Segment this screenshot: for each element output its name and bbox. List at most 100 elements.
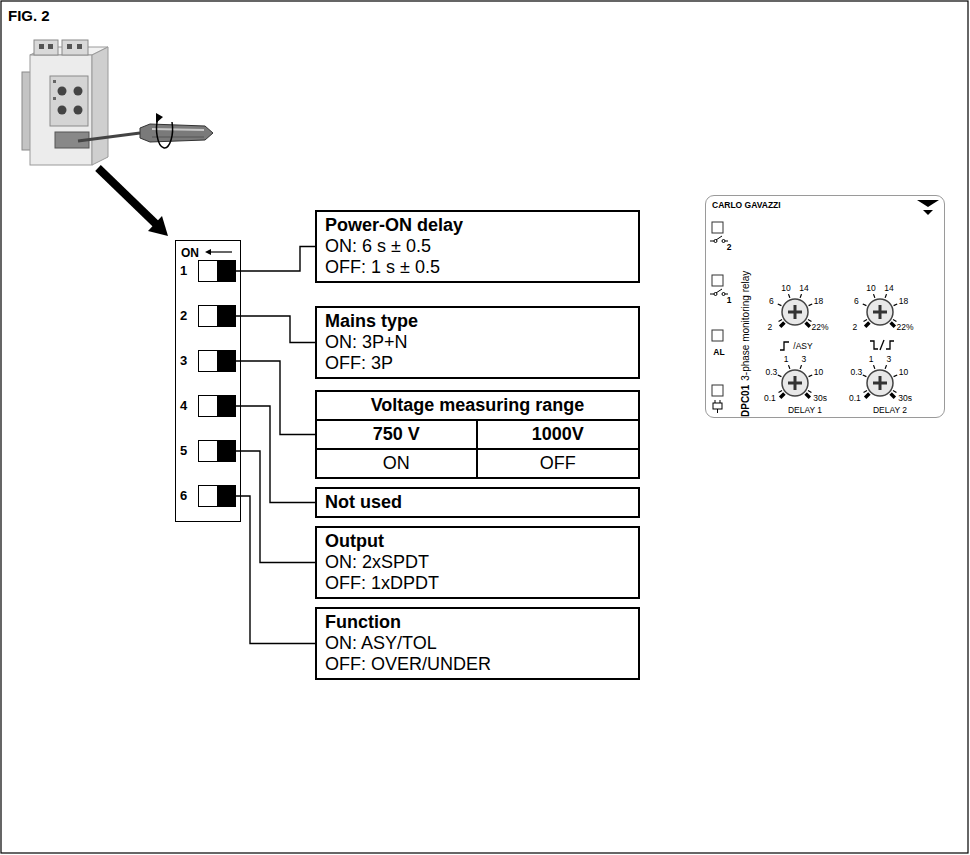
dial-tick [874,365,875,369]
pointer-arrow [98,168,157,225]
dial-tick [789,365,790,369]
relay-contact-symbols [725,241,728,242]
dial-tick [809,304,813,306]
relay-contact-symbols [725,294,728,295]
screwdriver-illustration [156,113,163,123]
scale-value: 22% [897,322,914,332]
dial-tick [893,320,896,322]
dial-knob [782,370,808,396]
window-step-symbol [870,341,878,349]
on-arrow [209,251,232,252]
relay-module-illustration [48,44,53,49]
dial-tick [806,323,810,327]
dial-tick [885,365,886,369]
setting-box: Not used [315,487,640,518]
dial-tick [800,294,801,298]
leader-line [236,316,315,343]
dial-tick [885,294,886,298]
setting-dial [863,365,897,398]
dial-tick [894,304,898,306]
setting-box: OutputON: 2xSPDTOFF: 1xDPDT [315,526,640,599]
figure-title: FIG. 2 [8,7,50,24]
switch-number: 2 [180,308,187,323]
scale-value: 10 [866,283,875,293]
status-leds [712,222,723,396]
setting-option: OFF: 1xDPDT [325,573,630,594]
power-symbol [717,409,718,413]
dial-tick [894,375,898,377]
range-table: Voltage measuring range750 V1000VONOFF [315,390,640,479]
relay-module-illustration [62,40,88,55]
scale-value: 6 [769,296,774,306]
relay-module-illustration [22,40,108,165]
dial-tick [864,391,867,393]
setting-option: OFF: 3P [325,353,630,374]
setting-heading: Output [325,531,630,552]
setting-option: ON: 6 s ± 0.5 [325,236,630,257]
dial-tick [865,323,869,327]
window-step-symbol [886,341,894,349]
setting-dial [778,294,812,327]
scale-value: 30s [898,393,912,403]
relay-contact-symbols [710,236,728,296]
switch-number: 5 [180,443,187,458]
scale-value: 0.3 [766,367,778,377]
relay-module-illustration [92,47,108,165]
scale-value: 14 [799,283,808,293]
dip-switch: 6 [198,485,236,507]
power-symbol [713,403,722,409]
dial-knob [782,299,808,325]
brand-logo [917,200,939,215]
scale-value: 18 [899,296,908,306]
dial-tick [863,304,867,306]
led-label: 2 [727,242,732,252]
on-arrow [205,249,211,255]
status-leds [712,275,723,286]
table-cell: 1000V [478,421,639,450]
screwdriver-illustration [157,118,173,148]
dial-tick [808,391,811,393]
dial-tick [780,323,784,327]
relay-contact-symbols [722,240,725,243]
screwdriver-illustration [78,113,213,148]
dip-switch: 4 [198,395,236,417]
setting-dial [778,365,812,398]
switch-number: 1 [180,263,187,278]
dial-tick [893,391,896,393]
dial-tick [806,394,810,398]
scale-value: 0.3 [851,367,863,377]
relay-module-illustration [39,44,44,49]
led-label: AL [713,347,724,357]
status-leds [712,385,723,396]
dial-tick [891,394,895,398]
scale-value: 10 [814,367,823,377]
switch-number: 6 [180,488,187,503]
brand-logo [917,200,939,207]
setting-dials [778,294,897,398]
dip-switch: 5 [198,440,236,462]
relay-module-illustration [58,106,67,115]
setting-box: FunctionON: ASY/TOLOFF: OVER/UNDER [315,607,640,680]
brand-logo [923,210,933,215]
screw-slot [873,376,887,390]
rise-step-symbol [780,342,789,350]
screwdriver-illustration [78,133,140,141]
on-marking: ON [181,246,199,260]
window-step-symbol [880,340,884,350]
relay-module-illustration [53,80,56,83]
status-leds [712,222,723,233]
leader-line [236,406,315,503]
dial-tick [778,375,782,377]
scale-value: 22% [812,322,829,332]
switch-number: 3 [180,353,187,368]
scale-value: 3 [887,354,892,364]
relay-contact-symbols [710,294,714,295]
dip-switch: 1 [198,260,236,282]
relay-module-illustration [34,40,58,55]
setting-heading: Power-ON delay [325,215,630,236]
scale-value: 0.1 [849,393,861,403]
switch-number: 4 [180,398,187,413]
relay-contact-symbols [710,241,714,242]
front-panel: CARLO GAVAZZIDPC013-phase monitoring rel… [705,195,945,418]
